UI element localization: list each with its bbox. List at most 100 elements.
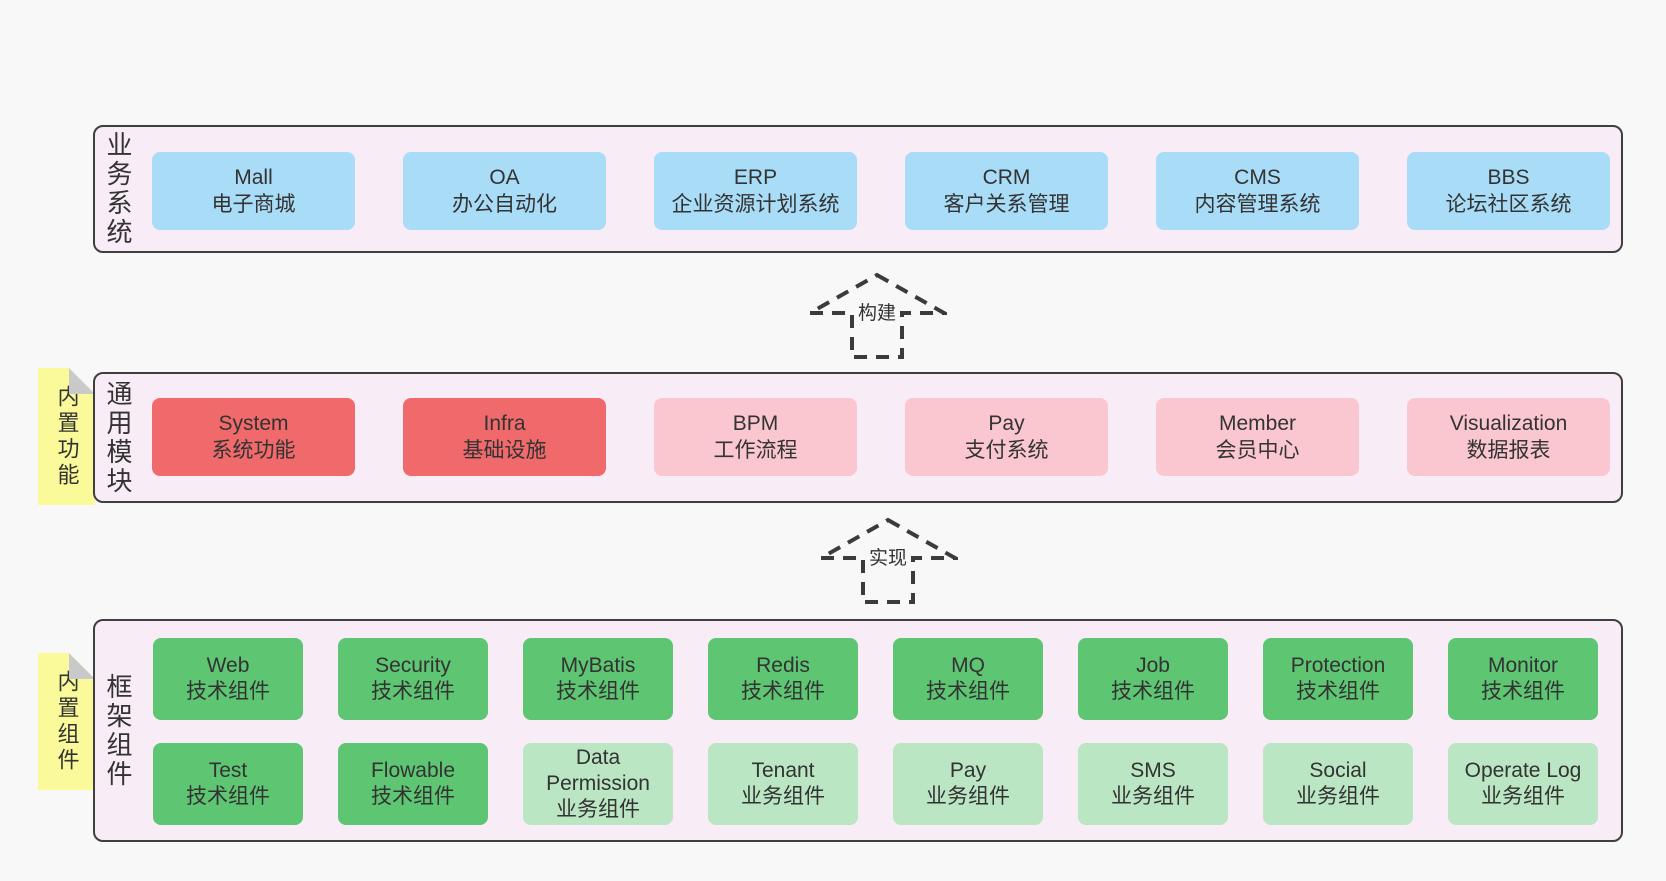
box-tenant: Tenant 业务组件 (708, 743, 858, 825)
box-crm-subtitle: 客户关系管理 (943, 193, 1070, 216)
box-pay-component: Pay 业务组件 (893, 743, 1043, 825)
box-web-subtitle: 技术组件 (186, 680, 270, 703)
box-infra-subtitle: 基础设施 (462, 439, 547, 462)
box-member-title: Member (1218, 412, 1297, 435)
box-tenant-title: Tenant (751, 759, 815, 782)
box-erp: ERP 企业资源计划系统 (654, 152, 857, 230)
box-security-title: Security (375, 654, 451, 677)
box-mq-subtitle: 技术组件 (926, 680, 1010, 703)
box-cms-title: CMS (1234, 166, 1281, 189)
build-arrow: 构建 (807, 272, 947, 360)
box-data-permission-title: Data Permission (546, 746, 650, 795)
box-monitor-title: Monitor (1487, 654, 1559, 677)
builtin-components-tag: 内置组件 (38, 653, 95, 790)
box-system-subtitle: 系统功能 (211, 439, 296, 462)
builtin-functions-tag-label: 内置功能 (54, 384, 80, 489)
box-visualization-subtitle: 数据报表 (1466, 439, 1551, 462)
box-sms: SMS 业务组件 (1078, 743, 1228, 825)
box-operate-log-title: Operate Log (1464, 759, 1582, 782)
box-monitor: Monitor 技术组件 (1448, 638, 1598, 720)
box-mybatis-subtitle: 技术组件 (556, 680, 640, 703)
panel-common-modules: 通用模块 System 系统功能 Infra 基础设施 BPM 工作流程 Pay… (93, 372, 1623, 503)
box-mall-title: Mall (234, 166, 273, 189)
folded-corner-icon (69, 368, 95, 394)
box-oa-title: OA (489, 166, 520, 189)
box-oa-subtitle: 办公自动化 (452, 193, 557, 216)
box-redis-title: Redis (756, 654, 810, 677)
box-pay-component-subtitle: 业务组件 (926, 785, 1010, 808)
box-test: Test 技术组件 (153, 743, 303, 825)
box-visualization-title: Visualization (1449, 412, 1568, 435)
box-mq-title: MQ (951, 654, 985, 677)
builtin-functions-tag: 内置功能 (38, 368, 95, 505)
box-system: System 系统功能 (152, 398, 355, 476)
box-bpm: BPM 工作流程 (654, 398, 857, 476)
box-social-subtitle: 业务组件 (1296, 785, 1380, 808)
box-cms-subtitle: 内容管理系统 (1194, 193, 1321, 216)
panel-framework-components: 框架组件 Web 技术组件 Security 技术组件 MyBatis 技术组件… (93, 619, 1623, 842)
box-test-title: Test (208, 759, 248, 782)
box-protection-subtitle: 技术组件 (1296, 680, 1380, 703)
box-data-permission-subtitle: 业务组件 (556, 798, 640, 821)
box-flowable: Flowable 技术组件 (338, 743, 488, 825)
box-test-subtitle: 技术组件 (186, 785, 270, 808)
builtin-components-tag-label: 内置组件 (54, 669, 80, 774)
box-bbs-title: BBS (1487, 166, 1530, 189)
folded-corner-icon (69, 653, 95, 679)
box-flowable-subtitle: 技术组件 (371, 785, 455, 808)
box-operate-log: Operate Log 业务组件 (1448, 743, 1598, 825)
build-arrow-label: 构建 (853, 298, 901, 325)
box-bpm-title: BPM (732, 412, 779, 435)
box-redis-subtitle: 技术组件 (741, 680, 825, 703)
box-mall: Mall 电子商城 (152, 152, 355, 230)
box-erp-title: ERP (733, 166, 778, 189)
implement-arrow: 实现 (818, 517, 958, 605)
box-crm-title: CRM (982, 166, 1031, 189)
box-tenant-subtitle: 业务组件 (741, 785, 825, 808)
box-web: Web 技术组件 (153, 638, 303, 720)
box-system-title: System (218, 412, 289, 435)
box-visualization: Visualization 数据报表 (1407, 398, 1610, 476)
box-flowable-title: Flowable (370, 759, 456, 782)
panel-modules-label: 通用模块 (103, 379, 133, 496)
box-infra: Infra 基础设施 (403, 398, 606, 476)
box-protection-title: Protection (1290, 654, 1386, 677)
box-oa: OA 办公自动化 (403, 152, 606, 230)
modules-boxes-row: System 系统功能 Infra 基础设施 BPM 工作流程 Pay 支付系统… (95, 398, 1621, 476)
panel-business-label: 业务系统 (103, 131, 133, 247)
box-cms: CMS 内容管理系统 (1156, 152, 1359, 230)
box-redis: Redis 技术组件 (708, 638, 858, 720)
framework-row-2: Test 技术组件 Flowable 技术组件 Data Permission … (95, 743, 1621, 825)
box-job-subtitle: 技术组件 (1111, 680, 1195, 703)
box-sms-subtitle: 业务组件 (1111, 785, 1195, 808)
panel-framework-label: 框架组件 (103, 672, 133, 789)
box-security-subtitle: 技术组件 (371, 680, 455, 703)
framework-row-1: Web 技术组件 Security 技术组件 MyBatis 技术组件 Redi… (95, 638, 1621, 720)
box-bbs-subtitle: 论坛社区系统 (1445, 193, 1572, 216)
panel-business-systems: 业务系统 Mall 电子商城 OA 办公自动化 ERP 企业资源计划系统 CRM… (93, 125, 1623, 253)
box-web-title: Web (206, 654, 250, 677)
box-member: Member 会员中心 (1156, 398, 1359, 476)
box-mybatis-title: MyBatis (560, 654, 636, 677)
box-data-permission: Data Permission 业务组件 (523, 743, 673, 825)
box-social-title: Social (1309, 759, 1367, 782)
box-bbs: BBS 论坛社区系统 (1407, 152, 1610, 230)
box-operate-log-subtitle: 业务组件 (1481, 785, 1565, 808)
box-crm: CRM 客户关系管理 (905, 152, 1108, 230)
box-job: Job 技术组件 (1078, 638, 1228, 720)
box-social: Social 业务组件 (1263, 743, 1413, 825)
box-erp-subtitle: 企业资源计划系统 (671, 193, 840, 216)
implement-arrow-label: 实现 (864, 543, 912, 570)
up-block-arrow-icon (807, 272, 947, 359)
box-infra-title: Infra (483, 412, 526, 435)
up-block-arrow-icon (818, 517, 958, 604)
box-member-subtitle: 会员中心 (1215, 439, 1300, 462)
box-security: Security 技术组件 (338, 638, 488, 720)
box-mall-subtitle: 电子商城 (211, 193, 296, 216)
box-pay-component-title: Pay (949, 759, 987, 782)
box-mq: MQ 技术组件 (893, 638, 1043, 720)
business-boxes-row: Mall 电子商城 OA 办公自动化 ERP 企业资源计划系统 CRM 客户关系… (95, 152, 1621, 230)
box-job-title: Job (1136, 654, 1170, 677)
box-bpm-subtitle: 工作流程 (713, 439, 798, 462)
box-pay-module: Pay 支付系统 (905, 398, 1108, 476)
